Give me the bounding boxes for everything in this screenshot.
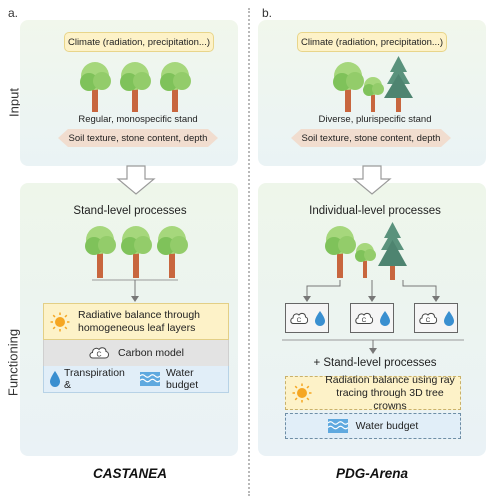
left-model-name: CASTANEA: [93, 466, 167, 481]
right-process-connectors: [282, 280, 464, 354]
deciduous-tree-icon: [80, 62, 111, 112]
right-functioning-trees-illustration: [325, 222, 407, 280]
left-transpiration-label: Transpiration &: [64, 367, 125, 391]
left-deciduous-trees-illustration: [80, 62, 191, 112]
deciduous-tree-icon: [121, 226, 152, 278]
right-model-name: PDG-Arena: [335, 466, 408, 481]
conifer-tree-icon: [384, 56, 413, 112]
carbon-cloud-icon: C: [419, 312, 438, 324]
right-flow-arrow-icon: [352, 165, 392, 195]
individual-process-box-2: C: [350, 303, 394, 333]
right-climate-label: Climate (radiation, precipitation...): [297, 32, 447, 52]
left-soil-label: Soil texture, stone content, depth: [58, 129, 218, 147]
conifer-tree-icon: [378, 222, 407, 280]
deciduous-tree-icon: [333, 62, 364, 112]
svg-text:C: C: [426, 317, 431, 324]
left-radiative-balance-box: Radiative balance through homogeneous le…: [43, 303, 229, 340]
left-flow-arrow-icon: [116, 165, 156, 195]
svg-text:C: C: [362, 317, 367, 324]
left-climate-label: Climate (radiation, precipitation...): [64, 32, 214, 52]
right-mixed-trees-illustration: [333, 56, 413, 112]
left-radiative-label: Radiative balance through homogeneous le…: [78, 308, 201, 334]
right-soil-label: Soil texture, stone content, depth: [291, 129, 451, 147]
water-drop-icon: [315, 310, 325, 326]
small-deciduous-tree-icon: [355, 243, 376, 278]
small-deciduous-tree-icon: [363, 77, 384, 112]
deciduous-tree-icon: [157, 226, 188, 278]
carbon-cloud-icon: C: [89, 347, 110, 359]
individual-process-box-3: C: [414, 303, 458, 333]
right-water-budget-box: Water budget: [285, 413, 461, 439]
panel-letter-a: a.: [8, 6, 19, 20]
svg-text:C: C: [96, 352, 101, 359]
deciduous-tree-icon: [120, 62, 151, 112]
left-process-heading: Stand-level processes: [73, 205, 187, 217]
sun-icon: [292, 383, 312, 403]
left-water-box: Transpiration & Water budget: [43, 366, 229, 393]
carbon-cloud-icon: C: [290, 312, 309, 324]
panel-letter-b: b.: [262, 6, 273, 20]
right-radiation-label: Radiation balance using ray tracing thro…: [325, 373, 455, 412]
left-functioning-trees-illustration: [85, 226, 188, 302]
right-radiation-box: Radiation balance using ray tracing thro…: [285, 373, 461, 412]
water-waves-icon: [140, 372, 161, 386]
right-stand-level-heading: + Stand-level processes: [313, 357, 437, 369]
right-water-budget-label: Water budget: [355, 420, 419, 432]
left-stand-caption: Regular, monospecific stand: [78, 114, 198, 125]
water-drop-icon: [444, 310, 454, 326]
water-drop-icon: [50, 371, 60, 387]
right-process-heading: Individual-level processes: [309, 205, 441, 217]
panel-divider: [248, 8, 250, 496]
individual-process-box-1: C: [285, 303, 329, 333]
row-label-functioning: Functioning: [5, 328, 21, 397]
left-carbon-label: Carbon model: [118, 347, 184, 359]
left-carbon-model-box: C Carbon model: [43, 340, 229, 366]
sun-icon: [50, 312, 70, 331]
left-water-budget-label: Water budget: [166, 367, 199, 391]
right-stand-caption: Diverse, plurispecific stand: [318, 114, 432, 125]
water-drop-icon: [380, 310, 390, 326]
deciduous-tree-icon: [325, 226, 356, 278]
deciduous-tree-icon: [160, 62, 191, 112]
deciduous-tree-icon: [85, 226, 116, 278]
carbon-cloud-icon: C: [355, 312, 374, 324]
water-waves-icon: [327, 419, 348, 433]
svg-text:C: C: [297, 317, 302, 324]
